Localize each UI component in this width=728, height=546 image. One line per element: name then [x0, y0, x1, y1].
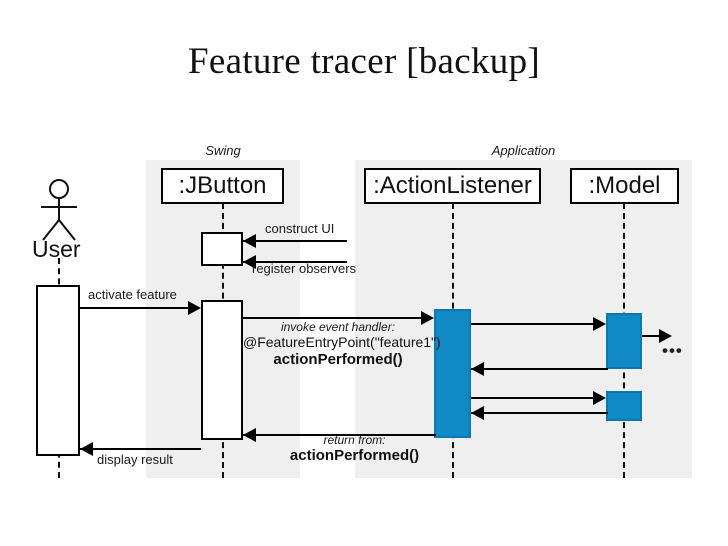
message-label-display-result: display result — [97, 452, 173, 467]
message-line-display-result — [80, 448, 201, 450]
message-line-activate-feature — [80, 307, 188, 309]
activation-bar-model-second — [606, 391, 642, 421]
message-arrowhead-invoke-event-handler — [421, 311, 434, 325]
message-arrowhead-register-observers — [243, 255, 256, 269]
message-line-return-from-action-performed — [243, 434, 436, 436]
page-title: Feature tracer [backup] — [187, 41, 541, 82]
message-arrowhead-display-result — [80, 442, 93, 456]
message-line-model-onward — [642, 335, 668, 337]
activation-bar-user — [36, 285, 80, 456]
lifeline-head-jbutton[interactable]: :JButton — [161, 168, 284, 204]
message-arrowhead-model-onward — [659, 329, 672, 343]
message-line-model-to-actionlistener-return1 — [471, 368, 608, 370]
message-label-register-observers: register observers — [252, 261, 357, 276]
message-arrowhead-actionlistener-to-model-call2 — [593, 391, 606, 405]
lifeline-head-model[interactable]: :Model — [570, 168, 679, 204]
message-line-construct-ui — [243, 240, 347, 242]
stick-figure-actor-icon — [41, 179, 77, 241]
lifeline-head-actionlistener[interactable]: :ActionListener — [364, 168, 541, 204]
actor-label-user: User — [32, 236, 81, 262]
message-label-construct-ui: construct UI — [265, 221, 335, 236]
actor-user — [28, 178, 90, 243]
lifeline-head-label-jbutton: :JButton — [178, 172, 267, 199]
message-label-invoke-event-handler-line3: actionPerformed() — [273, 350, 403, 368]
activation-bar-jbutton-main — [201, 300, 243, 440]
message-label-return-from-action-performed: return from: actionPerformed() — [272, 433, 437, 465]
message-label-return-from-action-performed-line1: return from: — [323, 433, 386, 447]
message-arrowhead-model-to-actionlistener-return1 — [471, 362, 484, 376]
lifeline-head-label-actionlistener: :ActionListener — [373, 172, 532, 199]
message-arrowhead-return-from-action-performed — [243, 428, 256, 442]
activation-bar-actionlistener — [434, 309, 471, 438]
message-line-invoke-event-handler — [243, 317, 421, 319]
activation-bar-model-first — [606, 313, 642, 369]
message-arrowhead-construct-ui — [243, 234, 256, 248]
message-label-invoke-event-handler-line1: invoke event handler: — [280, 320, 396, 334]
message-arrowhead-actionlistener-to-model-call1 — [593, 317, 606, 331]
message-label-invoke-event-handler-line2: @FeatureEntryPoint("feature1") — [243, 334, 441, 351]
lifeline-head-label-model: :Model — [588, 172, 661, 199]
message-arrowhead-model-to-actionlistener-return2 — [471, 406, 484, 420]
message-line-actionlistener-to-model-call2 — [471, 397, 593, 399]
message-label-activate-feature: activate feature — [88, 287, 177, 302]
group-label-swing: Swing — [205, 143, 241, 158]
continuation-ellipsis: ••• — [662, 341, 683, 360]
message-line-register-observers — [243, 261, 347, 263]
message-label-invoke-event-handler: invoke event handler: @FeatureEntryPoint… — [243, 320, 441, 368]
message-label-return-from-action-performed-line2: actionPerformed() — [289, 447, 420, 465]
group-label-application: Application — [491, 143, 556, 158]
message-line-model-to-actionlistener-return2 — [471, 412, 608, 414]
message-line-actionlistener-to-model-call1 — [471, 323, 593, 325]
activation-bar-jbutton-construct — [201, 232, 243, 266]
message-arrowhead-activate-feature — [188, 301, 201, 315]
